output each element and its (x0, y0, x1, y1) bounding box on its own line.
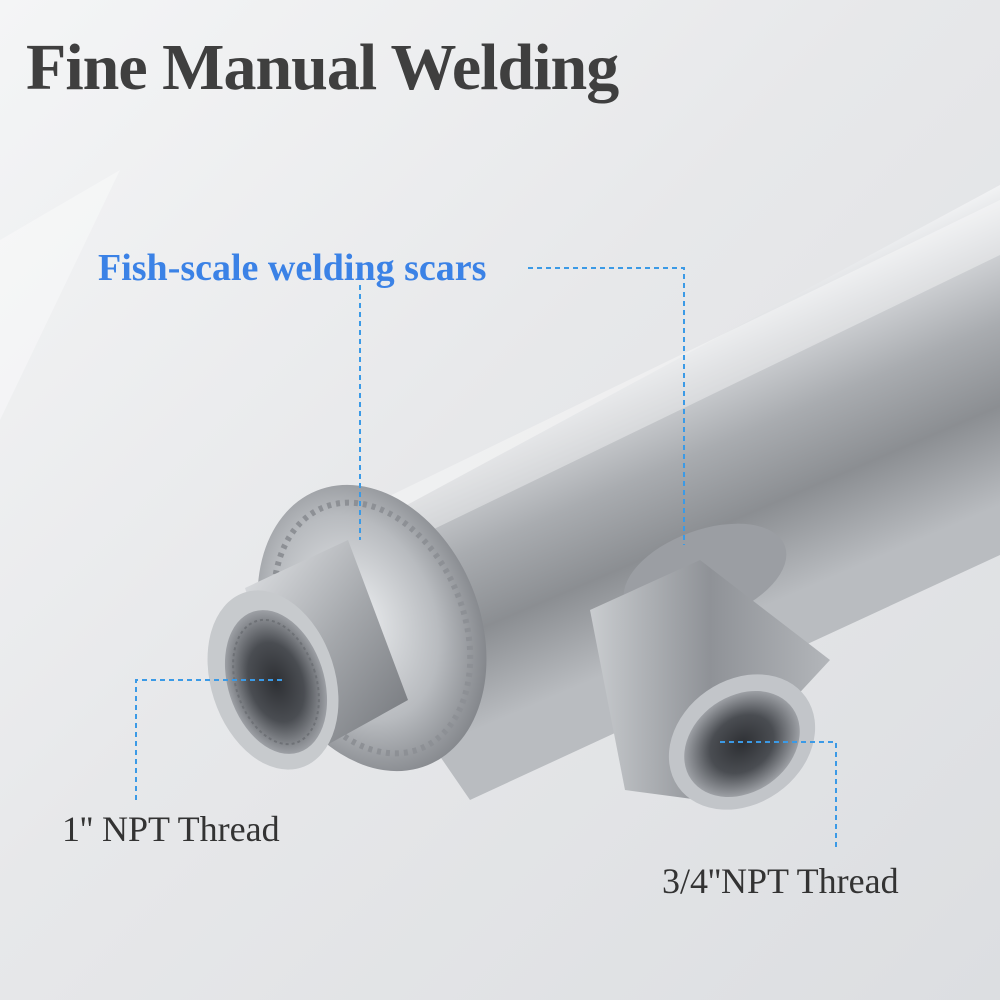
one-inch-port (207, 540, 408, 770)
left-port-label: 1'' NPT Thread (62, 809, 280, 849)
right-port-label: 3/4''NPT Thread (662, 861, 899, 901)
weld-callout: Fish-scale welding scars (98, 247, 487, 289)
leader-lines (135, 267, 837, 850)
page-title: Fine Manual Welding (26, 31, 619, 104)
